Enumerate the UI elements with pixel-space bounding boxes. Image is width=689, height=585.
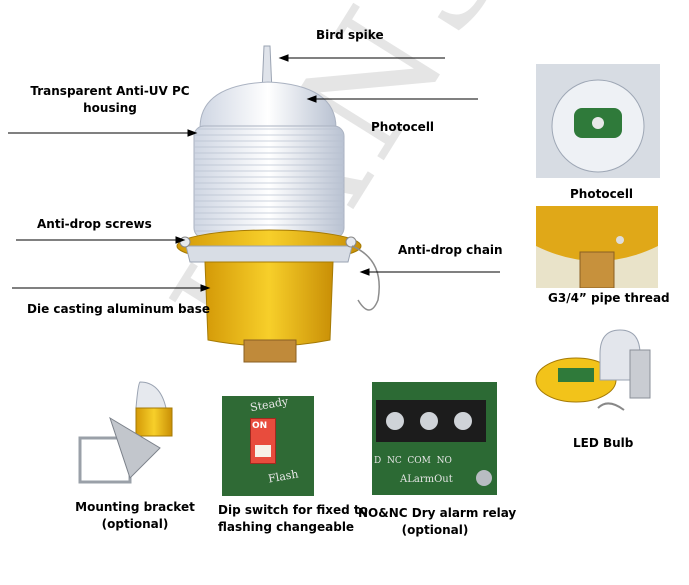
dip-caption-line2: flashing changeable <box>218 520 355 534</box>
mounting-caption-line2: (optional) <box>101 517 169 531</box>
mounting-caption-line1: Mounting bracket <box>75 500 195 514</box>
led-bulb-photo <box>528 318 668 420</box>
relay-board-photo: D NC COM NO ALarmOut <box>372 382 497 495</box>
dip-switch-body: ON <box>250 418 276 464</box>
dip-toggle <box>255 445 271 457</box>
led-bulb-caption: LED Bulb <box>573 436 634 450</box>
anti-drop-chain-label: Anti-drop chain <box>398 243 503 257</box>
photocell-label: Photocell <box>371 120 435 134</box>
annotation-arrows <box>8 54 500 292</box>
mounting-bracket-caption: Mounting bracket (optional) <box>70 499 200 533</box>
housing-label: Transparent Anti-UV PC housing <box>20 83 200 117</box>
dip-flash-label: Flash <box>267 467 300 486</box>
relay-caption-line1: NO&NC Dry alarm relay <box>358 506 517 520</box>
dip-steady-label: Steady <box>249 396 290 415</box>
anti-drop-screws-label: Anti-drop screws <box>37 217 152 231</box>
relay-name-label: ALarmOut <box>400 474 453 485</box>
relay-terminal-labels: D NC COM NO <box>374 456 452 466</box>
housing-label-line1: Transparent Anti-UV PC <box>30 84 190 98</box>
bird-spike-label: Bird spike <box>316 28 384 42</box>
terminal-block <box>376 400 486 442</box>
relay-caption-line2: (optional) <box>401 523 469 537</box>
photocell-photo <box>536 64 660 178</box>
pipe-thread-photo <box>536 206 658 288</box>
dip-switch-caption: Dip switch for fixed to flashing changea… <box>218 502 368 536</box>
die-casting-base-label: Die casting aluminum base <box>27 302 211 316</box>
relay-caption: NO&NC Dry alarm relay (optional) <box>358 505 517 539</box>
mounting-bracket-photo <box>70 378 190 488</box>
pipe-thread-caption: G3/4” pipe thread <box>548 291 670 305</box>
dip-on-label: ON <box>252 421 268 431</box>
housing-label-line2: housing <box>83 101 137 115</box>
dip-switch-photo: Steady ON Flash <box>222 396 314 496</box>
beacon-main <box>176 45 380 363</box>
dip-caption-line1: Dip switch for fixed to <box>218 503 368 517</box>
photocell-caption: Photocell <box>570 187 634 201</box>
